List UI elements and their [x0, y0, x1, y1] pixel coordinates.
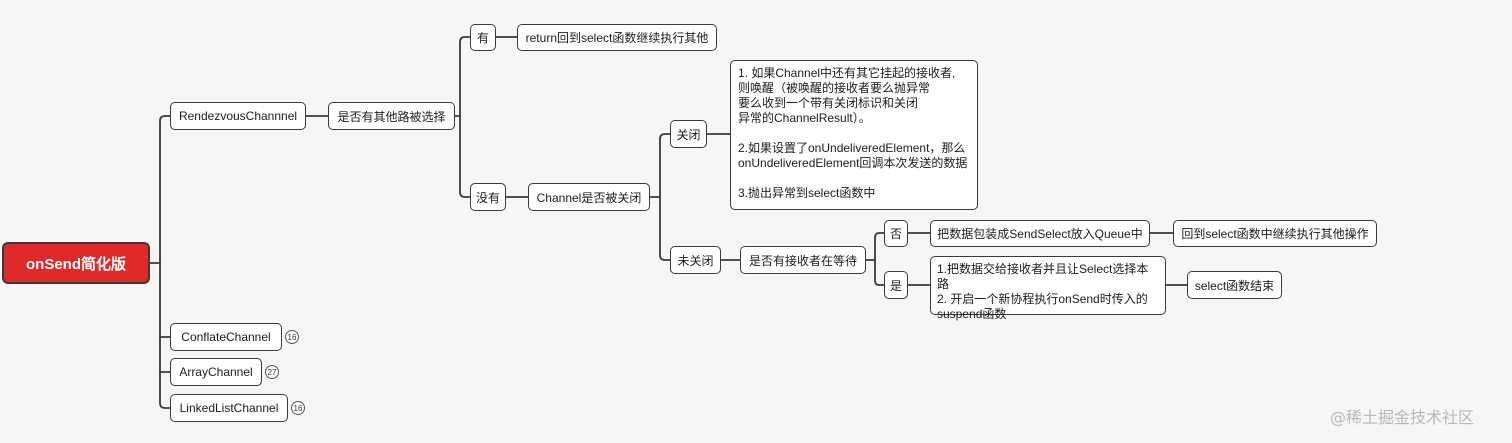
branch-linkedlist-channel: LinkedListChannel — [170, 394, 288, 422]
answer-yes-path: 有 — [470, 24, 496, 51]
question-receiver-waiting: 是否有接收者在等待 — [740, 246, 866, 274]
closed-detail-note: 1. 如果Channel中还有其它挂起的接收者, 则唤醒（被唤醒的接收者要么抛异… — [730, 60, 978, 210]
answer-no-receiver: 否 — [884, 220, 908, 247]
answer-no-path: 没有 — [470, 183, 506, 211]
deliver-data-node: 1.把数据交给接收者并且让Select选择本路 2. 开启一个新协程执行onSe… — [930, 256, 1166, 321]
watermark: @稀土掘金技术社区 — [1330, 408, 1475, 427]
answer-closed: 关闭 — [670, 120, 707, 148]
question-other-path-selected: 是否有其他路被选择 — [328, 102, 455, 130]
branch-rendezvous-channel: RendezvousChannnel — [170, 102, 306, 130]
package-sendselect-node: 把数据包装成SendSelect放入Queue中 — [930, 220, 1150, 247]
array-count-badge: 27 — [265, 365, 279, 379]
question-channel-closed: Channel是否被关闭 — [528, 183, 650, 211]
select-end-node: select函数结束 — [1187, 271, 1282, 299]
back-to-select-node: 回到select函数中继续执行其他操作 — [1173, 220, 1377, 247]
answer-not-closed: 未关闭 — [670, 246, 721, 274]
branch-conflate-channel: ConflateChannel — [170, 323, 282, 351]
linkedlist-count-badge: 16 — [291, 401, 305, 415]
return-to-select-node: return回到select函数继续执行其他 — [517, 24, 717, 51]
answer-yes-receiver: 是 — [884, 271, 908, 299]
conflate-count-badge: 16 — [285, 330, 299, 344]
branch-array-channel: ArrayChannel — [170, 358, 262, 386]
root-node: onSend简化版 — [2, 242, 150, 284]
